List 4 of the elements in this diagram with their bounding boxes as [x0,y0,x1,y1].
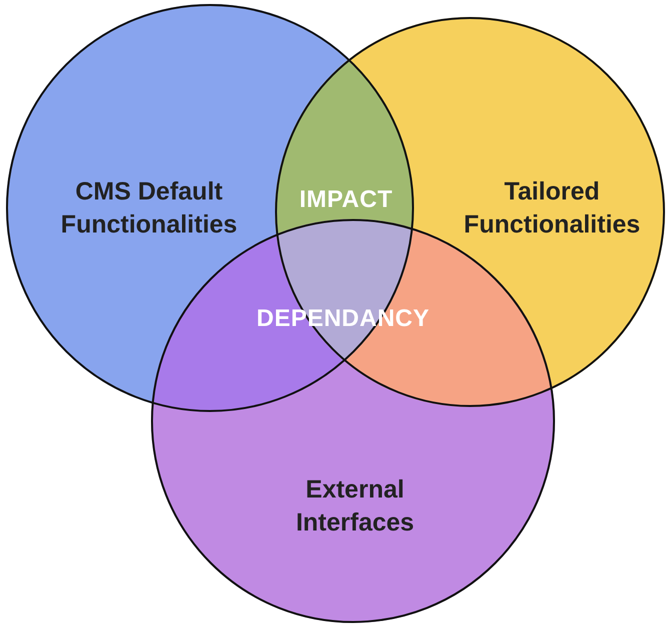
circle-label: Tailored Functionalities [462,176,642,240]
circle-label: CMS Default Functionalities [60,176,238,240]
overlap-label: IMPACT [299,186,393,214]
circle-label: External Interfaces [294,474,416,538]
